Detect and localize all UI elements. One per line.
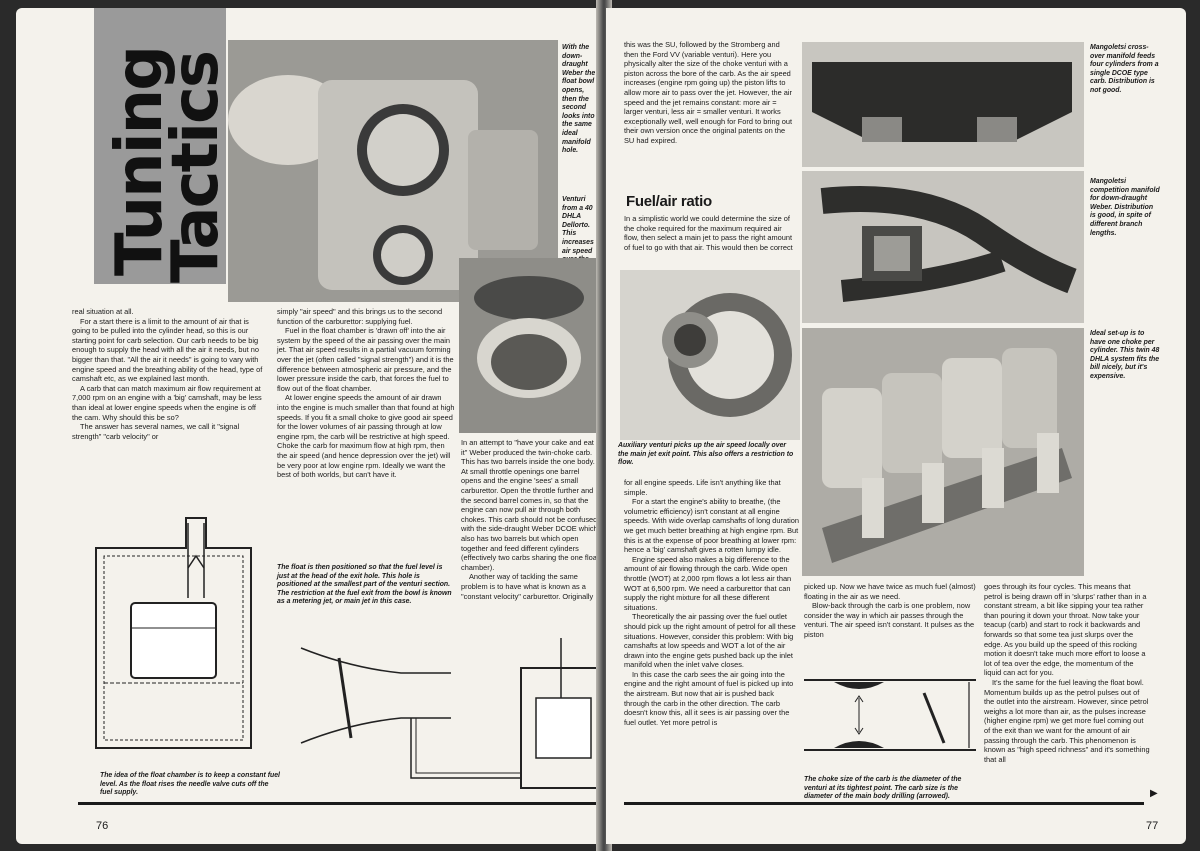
right-column-1-bottom: for all engine speeds. Life isn't anythi…	[624, 478, 800, 727]
paragraph: In an attempt to "have your cake and eat…	[461, 438, 599, 572]
venturi-diagram	[291, 628, 601, 803]
caption-float-level: The float is then positioned so that the…	[277, 564, 452, 606]
paragraph: for all engine speeds. Life isn't anythi…	[624, 478, 781, 497]
choke-size-diagram	[804, 668, 976, 768]
title-tactics: Tactics	[159, 51, 233, 283]
page-number-77: 77	[1146, 820, 1159, 832]
right-column-2: picked up. Now we have twice as much fue…	[804, 582, 978, 640]
carburettor-hand-photo	[228, 40, 558, 302]
paragraph: Blow-back through the carb is one proble…	[804, 601, 975, 639]
paragraph: In a simplistic world we could determine…	[624, 214, 793, 252]
left-column-2: simply "air speed" and this brings us to…	[277, 307, 455, 480]
left-page: Tuning Tactics With the down-draught Web…	[16, 8, 601, 844]
paragraph: Engine speed also makes a big difference…	[624, 554, 792, 612]
right-column-1-mid: In a simplistic world we could determine…	[624, 214, 794, 252]
caption-aux-venturi: Auxiliary venturi picks up the air speed…	[618, 442, 794, 467]
heading-fuel-air-ratio: Fuel/air ratio	[626, 193, 712, 210]
auxiliary-venturi-photo	[620, 270, 800, 440]
paragraph: A carb that can match maximum air flow r…	[72, 383, 262, 422]
paragraph: picked up. Now we have twice as much fue…	[804, 582, 976, 601]
paragraph: For a start the engine's ability to brea…	[624, 497, 800, 555]
venturi-photo	[459, 258, 599, 433]
float-chamber-diagram	[76, 508, 271, 766]
caption-ideal-setup: Ideal set-up is to have one choke per cy…	[1090, 330, 1160, 380]
caption-float-chamber: The idea of the float chamber is to keep…	[100, 772, 280, 797]
paragraph: this was the SU, followed by the Strombe…	[624, 40, 793, 145]
right-column-1-top: this was the SU, followed by the Strombe…	[624, 40, 794, 146]
caption-mangoletsi-crossover: Mangoletsi cross-over manifold feeds fou…	[1090, 44, 1159, 94]
page-number-76: 76	[96, 820, 109, 832]
caption-choke-size: The choke size of the carb is the diamet…	[804, 776, 962, 801]
caption-mangoletsi-competition: Mangoletsi competition manifold for down…	[1090, 178, 1160, 237]
paragraph: The answer has several names, we call it…	[72, 422, 240, 441]
paragraph: For a start there is a limit to the amou…	[72, 316, 263, 384]
continue-arrow: ▶	[1150, 788, 1158, 799]
paragraph: At lower engine speeds the amount of air…	[277, 393, 455, 480]
left-column-1: real situation at all. For a start there…	[72, 307, 268, 441]
twin-dhla-photo	[802, 328, 1084, 576]
mangoletsi-crossover-photo	[802, 42, 1084, 167]
right-column-3: goes through its four cycles. This means…	[984, 582, 1150, 764]
left-column-3: In an attempt to "have your cake and eat…	[461, 438, 601, 601]
mangoletsi-competition-photo	[802, 171, 1084, 323]
paragraph: goes through its four cycles. This means…	[984, 582, 1147, 678]
paragraph: In this case the carb sees the air going…	[624, 669, 794, 727]
title-band	[94, 8, 226, 284]
paragraph: simply "air speed" and this brings us to…	[277, 307, 443, 326]
paragraph: Another way of tackling the same problem…	[461, 572, 594, 601]
right-page: this was the SU, followed by the Strombe…	[606, 8, 1186, 844]
left-footer-rule	[78, 802, 596, 805]
paragraph: Fuel in the float chamber is 'drawn off'…	[277, 326, 454, 393]
caption-photo-top: With the down-draught Weber the float bo…	[562, 44, 596, 155]
paragraph: It's the same for the fuel leaving the f…	[984, 677, 1150, 764]
paragraph: Theoretically the air passing over the f…	[624, 612, 796, 670]
right-footer-rule	[624, 802, 1144, 805]
paragraph: real situation at all.	[72, 307, 134, 316]
